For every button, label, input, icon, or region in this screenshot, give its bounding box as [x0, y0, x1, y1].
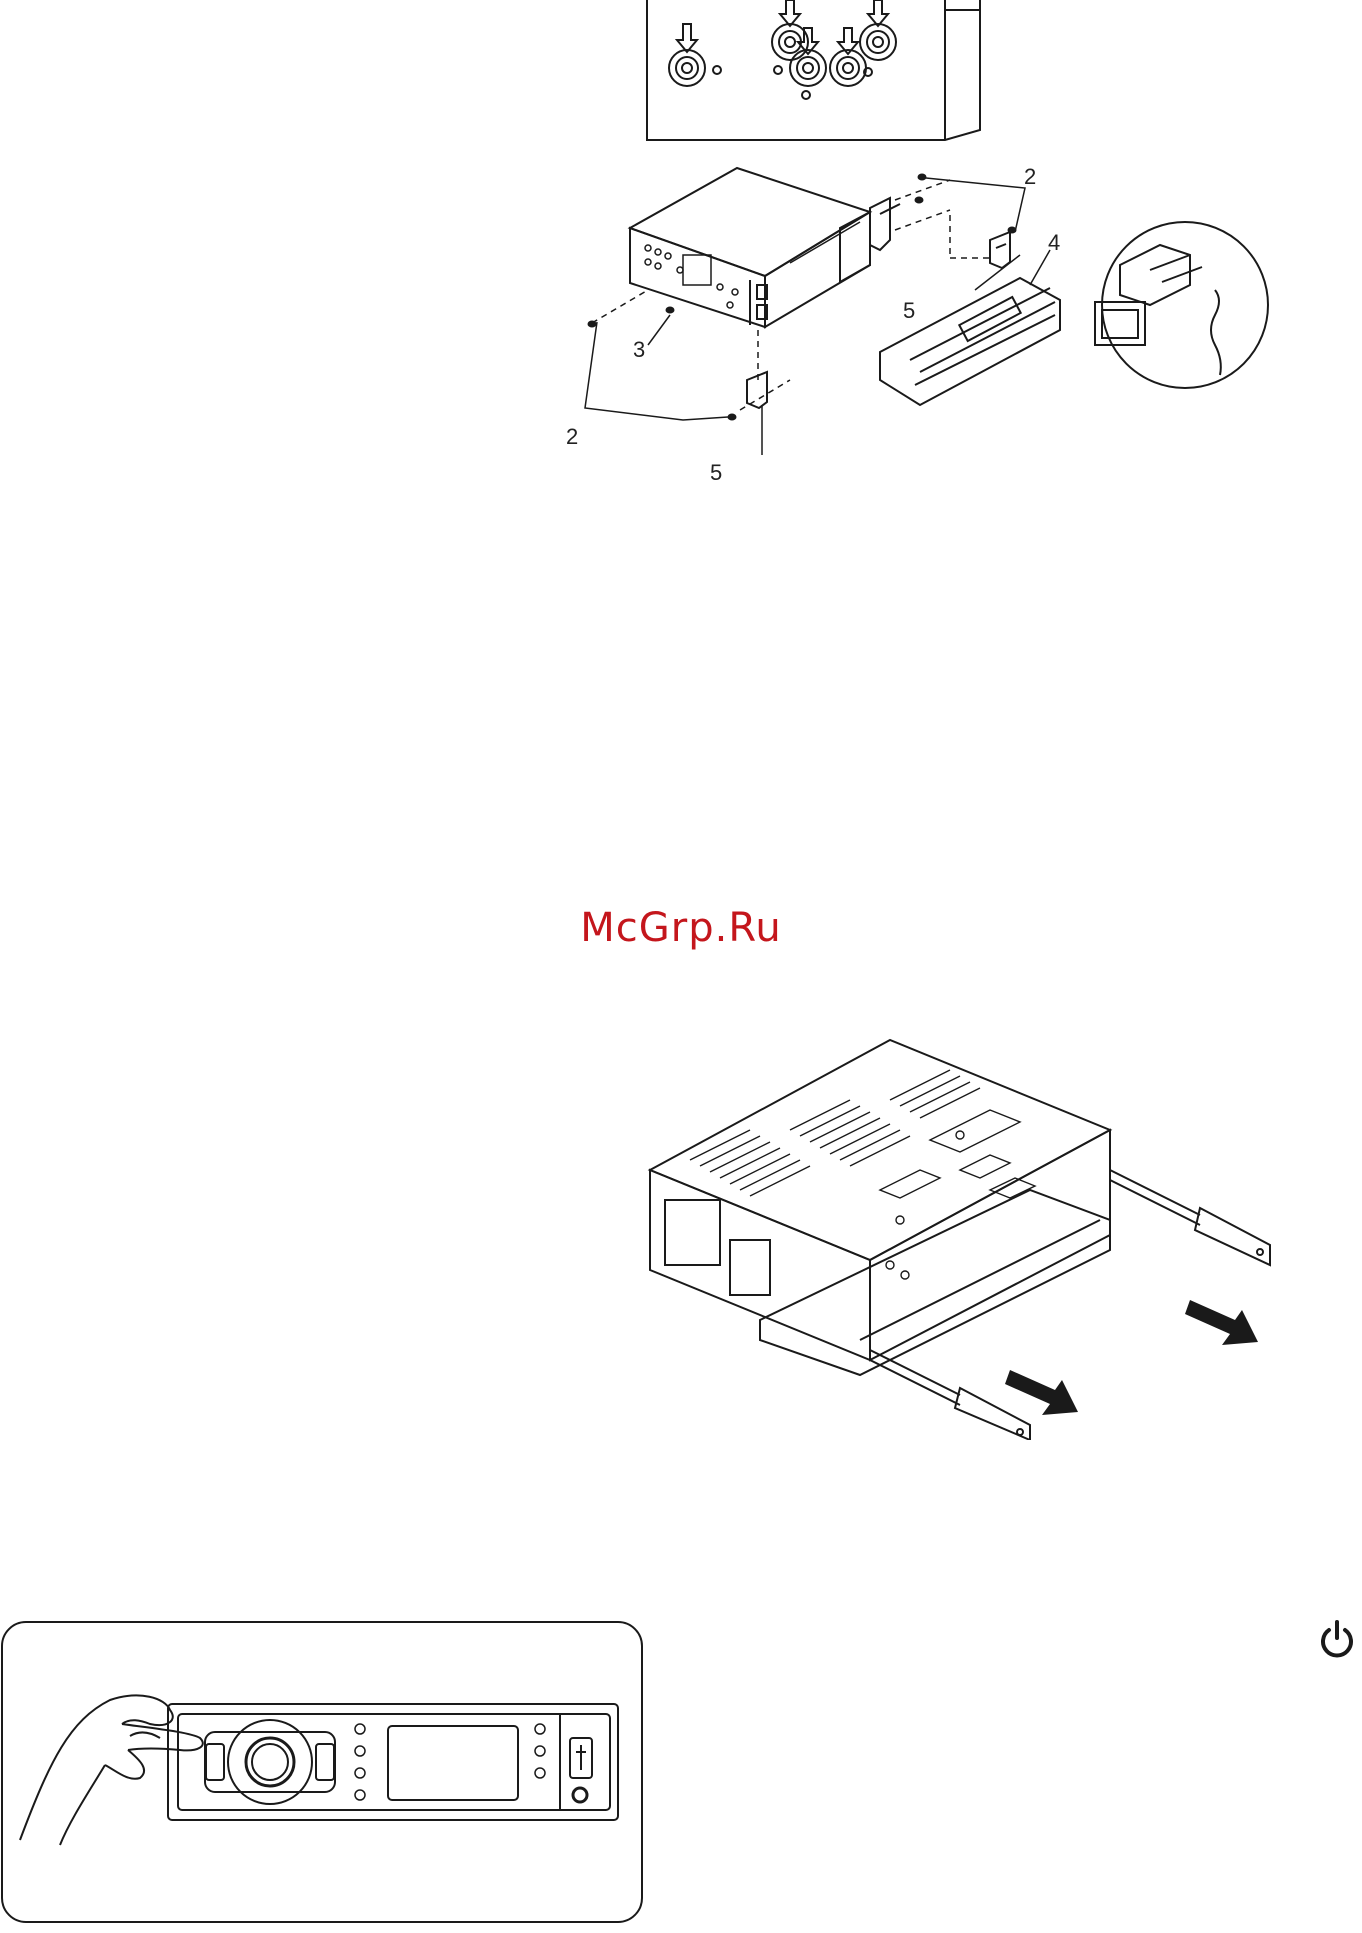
callout-bracket-a: 5: [903, 298, 915, 323]
removal-key-lower: [870, 1350, 1030, 1440]
usb-icon: [570, 1738, 592, 1778]
dashboard-panel: [647, 0, 980, 140]
hand-illustration: [20, 1695, 203, 1845]
bracket-5-bottom: [747, 372, 767, 408]
watermark-text: McGrp.Ru: [0, 905, 1362, 951]
front-panel-diagram: [0, 1620, 650, 1930]
right-down-arrow-icon: [1005, 1300, 1258, 1415]
power-icon: [1316, 1618, 1358, 1660]
knob-icon: [205, 1720, 335, 1804]
rear-support-bracket: [870, 198, 890, 250]
screw: [588, 174, 1016, 420]
down-arrow-icon: [677, 0, 888, 54]
preset-buttons: [355, 1724, 545, 1800]
bracket-5-right: [990, 232, 1010, 268]
mounting-hole-5: [860, 24, 896, 60]
detail-magnifier: [1095, 222, 1268, 388]
radio-chassis-iso: [650, 1040, 1110, 1375]
panel-frame: [2, 1622, 642, 1922]
callout-bracket-b: 5: [710, 460, 722, 485]
removal-key-upper: [1110, 1170, 1270, 1265]
callout-part-4: 4: [1048, 230, 1060, 255]
mounting-diagram: 2 2 3 4 5 5: [550, 0, 1310, 490]
callout-labels: 2 2 3 4 5 5: [566, 164, 1060, 485]
mounting-hole-1: [669, 50, 705, 86]
display-screen: [388, 1726, 518, 1800]
callout-screw-a: 2: [1024, 164, 1036, 189]
callout-screw-b: 2: [566, 424, 578, 449]
callout-part-3: 3: [633, 337, 645, 362]
aux-jack: [573, 1788, 587, 1802]
removal-diagram: [630, 1020, 1280, 1440]
radio-chassis: [630, 168, 900, 327]
